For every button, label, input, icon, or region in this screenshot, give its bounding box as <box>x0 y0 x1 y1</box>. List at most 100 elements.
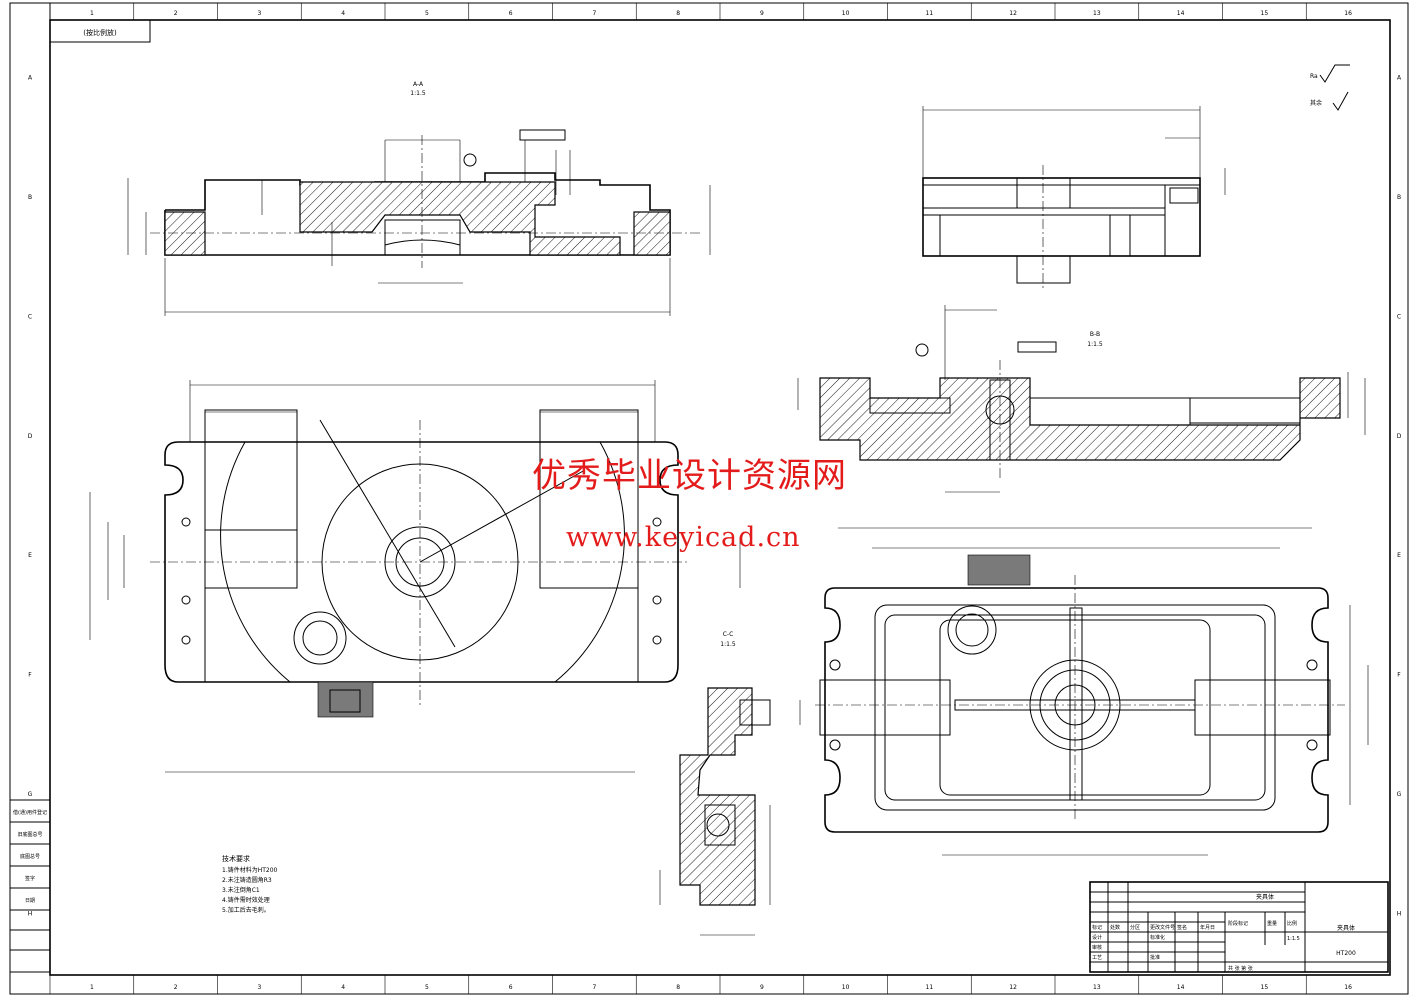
column-marker: 15 <box>1261 984 1269 991</box>
tech-requirements: 技术要求 1.铸件材料为HT200 2.未注铸造圆角R3 3.未注倒角C1 4.… <box>222 854 278 914</box>
column-marker: 1 <box>90 984 94 991</box>
svg-text:1:1.5: 1:1.5 <box>1087 341 1103 348</box>
svg-text:审核: 审核 <box>1092 944 1102 951</box>
svg-text:签名: 签名 <box>1177 924 1187 931</box>
column-marker: 14 <box>1177 984 1185 991</box>
column-marker: 12 <box>1009 10 1017 17</box>
svg-text:1:1.5: 1:1.5 <box>720 641 736 648</box>
row-marker: H <box>28 910 33 917</box>
column-marker: 4 <box>341 10 345 17</box>
column-marker: 10 <box>842 984 850 991</box>
svg-text:分区: 分区 <box>1130 924 1140 931</box>
left-strip-label: 借(通)用件登记 <box>13 809 47 816</box>
row-marker: E <box>1397 552 1401 559</box>
row-marker: H <box>1397 910 1402 917</box>
column-marker: 8 <box>676 10 680 17</box>
column-marker: 7 <box>592 10 596 17</box>
column-marker: 3 <box>257 984 261 991</box>
section-view-small: C-C 1:1.5 <box>659 631 801 936</box>
left-strip <box>9 799 51 973</box>
row-marker: C <box>28 313 32 320</box>
column-marker: 12 <box>1009 984 1017 991</box>
svg-text:1:1.5: 1:1.5 <box>1287 936 1300 942</box>
row-marker: G <box>1397 791 1402 798</box>
section-view-top: A-A 1:1.5 <box>127 81 711 316</box>
column-marker: 7 <box>592 984 596 991</box>
top-left-box-text: (按比例放) <box>83 28 117 37</box>
svg-text:处数: 处数 <box>1110 924 1120 931</box>
column-marker: 11 <box>926 984 934 991</box>
row-marker: F <box>1397 672 1401 679</box>
svg-text:Ra: Ra <box>1310 73 1318 80</box>
svg-text:5.加工后去毛刺。: 5.加工后去毛刺。 <box>222 906 270 914</box>
svg-text:B-B: B-B <box>1090 331 1100 338</box>
svg-text:C-C: C-C <box>723 631 734 638</box>
outer-frame <box>9 2 1409 995</box>
side-view-top-right: Ra 其余 <box>922 64 1350 290</box>
column-marker: 1 <box>90 10 94 17</box>
row-marker: G <box>28 791 33 798</box>
column-marker: 2 <box>174 10 178 17</box>
column-marker: 5 <box>425 984 429 991</box>
column-marker: 9 <box>760 984 764 991</box>
svg-text:2.未注铸造圆角R3: 2.未注铸造圆角R3 <box>222 876 272 884</box>
title-block: 夹具体 标记 处数 分区 更改文件号 签名 年月日 设计 标准化 审核 工艺 批… <box>1089 881 1389 973</box>
plan-view-right <box>815 527 1369 856</box>
column-marker: 3 <box>257 10 261 17</box>
svg-text:设计: 设计 <box>1092 934 1102 941</box>
svg-text:标记: 标记 <box>1092 924 1102 931</box>
column-marker: 9 <box>760 10 764 17</box>
row-marker: E <box>28 552 32 559</box>
row-marker: A <box>28 75 33 82</box>
svg-text:共 张 第 张: 共 张 第 张 <box>1228 965 1253 972</box>
row-marker: B <box>28 194 32 201</box>
tech-title: 技术要求 <box>222 854 250 863</box>
column-marker: 14 <box>1177 10 1185 17</box>
svg-text:A-A: A-A <box>413 81 424 88</box>
column-marker: 6 <box>509 10 513 17</box>
tb-material: HT200 <box>1336 950 1356 957</box>
svg-text:阶段标记: 阶段标记 <box>1228 920 1248 927</box>
column-marker: 5 <box>425 10 429 17</box>
section-view-right: B-B 1:1.5 <box>797 305 1366 493</box>
column-marker: 13 <box>1093 984 1101 991</box>
svg-text:重量: 重量 <box>1267 920 1277 927</box>
left-strip-label: 旧底图总号 <box>17 831 42 838</box>
svg-text:年月日: 年月日 <box>1200 924 1215 931</box>
left-strip-label: 日期 <box>25 898 35 904</box>
column-marker: 11 <box>926 10 934 17</box>
tb-drawing-name: 夹具体 <box>1337 924 1355 932</box>
svg-text:3.未注倒角C1: 3.未注倒角C1 <box>222 886 260 894</box>
column-marker: 10 <box>842 10 850 17</box>
row-marker: F <box>28 672 32 679</box>
column-marker: 13 <box>1093 10 1101 17</box>
column-marker: 16 <box>1344 10 1352 17</box>
plan-view-left <box>89 380 741 773</box>
svg-text:比例: 比例 <box>1287 920 1297 927</box>
svg-text:标准化: 标准化 <box>1150 934 1165 941</box>
row-marker: A <box>1397 75 1402 82</box>
svg-text:批准: 批准 <box>1150 954 1160 961</box>
column-marker: 16 <box>1344 984 1352 991</box>
column-marker: 4 <box>341 984 345 991</box>
left-strip-label: 底图总号 <box>20 853 40 860</box>
svg-text:更改文件号: 更改文件号 <box>1150 924 1175 931</box>
top-left-box <box>49 19 151 43</box>
column-marker: 6 <box>509 984 513 991</box>
column-marker: 2 <box>174 984 178 991</box>
row-marker: D <box>1397 433 1402 440</box>
row-marker: C <box>1397 313 1401 320</box>
svg-text:1:1.5: 1:1.5 <box>410 90 426 97</box>
left-strip-label: 签字 <box>25 875 35 882</box>
row-marker: D <box>28 433 33 440</box>
column-marker: 8 <box>676 984 680 991</box>
svg-text:其余: 其余 <box>1310 99 1322 107</box>
svg-text:4.铸件需时效处理: 4.铸件需时效处理 <box>222 896 270 904</box>
svg-text:1.铸件材料为HT200: 1.铸件材料为HT200 <box>222 866 278 874</box>
row-marker: B <box>1397 194 1401 201</box>
svg-text:工艺: 工艺 <box>1092 955 1102 961</box>
column-marker: 15 <box>1261 10 1269 17</box>
tb-company: 夹具体 <box>1256 893 1274 901</box>
